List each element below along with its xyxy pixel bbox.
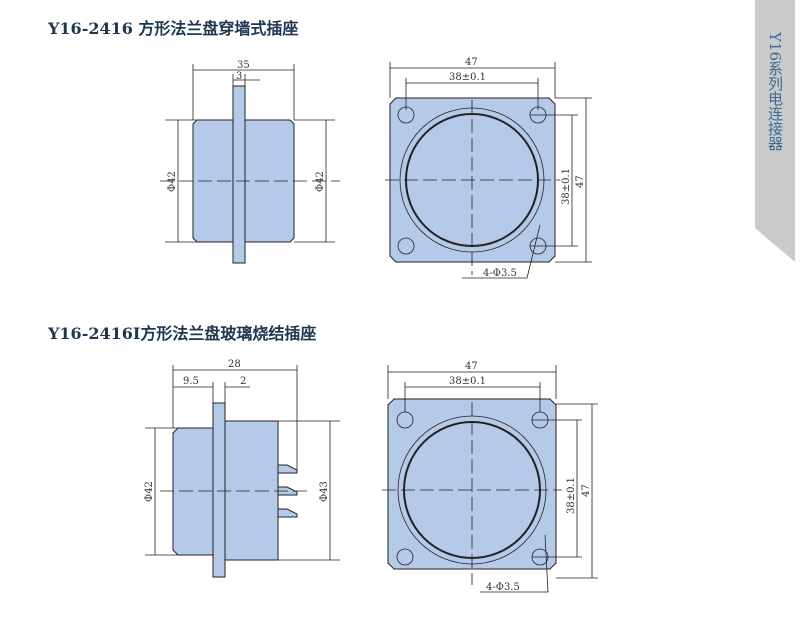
dim-overall: 35 bbox=[237, 60, 250, 71]
side-view-1: 35 3 Φ42 Φ42 bbox=[160, 60, 340, 264]
dim-front-2: 9.5 bbox=[183, 376, 199, 387]
side-view-2: 28 9.5 2 Φ42 Φ43 bbox=[144, 359, 340, 578]
section-title-1: Y16-2416 方形法兰盘穿墙式插座 bbox=[48, 19, 299, 38]
dim-flange: 3 bbox=[236, 71, 242, 82]
dim-holes: 4-Φ3.5 bbox=[483, 268, 517, 279]
dim-overall-2: 28 bbox=[228, 359, 241, 370]
front-view-1: 47 38±0.1 38±0.1 47 4-Φ3.5 bbox=[385, 57, 592, 279]
front-view-2: 47 38±0.1 38±0.1 47 4-Φ3.5 bbox=[382, 361, 598, 593]
dim-flange-2: 2 bbox=[240, 376, 246, 387]
dim-dia-left: Φ42 bbox=[167, 171, 178, 192]
dim-dia-right: Φ42 bbox=[315, 171, 326, 192]
dim-pitch-v-2: 38±0.1 bbox=[566, 477, 577, 514]
dim-pitch-v: 38±0.1 bbox=[561, 168, 572, 205]
dim-dia-left-2: Φ42 bbox=[144, 481, 155, 502]
dim-holes-2: 4-Φ3.5 bbox=[486, 582, 520, 593]
sidebar-tab: Y16系列电连接器 bbox=[755, 0, 795, 262]
dim-pitch: 38±0.1 bbox=[449, 72, 486, 83]
dim-dia-right-2: Φ43 bbox=[319, 481, 330, 502]
dim-height: 47 bbox=[575, 175, 586, 188]
dim-height-2: 47 bbox=[581, 484, 592, 497]
dim-pitch-2: 38±0.1 bbox=[449, 376, 486, 387]
dim-width: 47 bbox=[465, 57, 478, 68]
dim-width-2: 47 bbox=[465, 361, 478, 372]
sidebar-label: Y16系列电连接器 bbox=[766, 32, 784, 151]
section-title-2: Y16-2416Ⅰ方形法兰盘玻璃烧结插座 bbox=[48, 324, 317, 343]
